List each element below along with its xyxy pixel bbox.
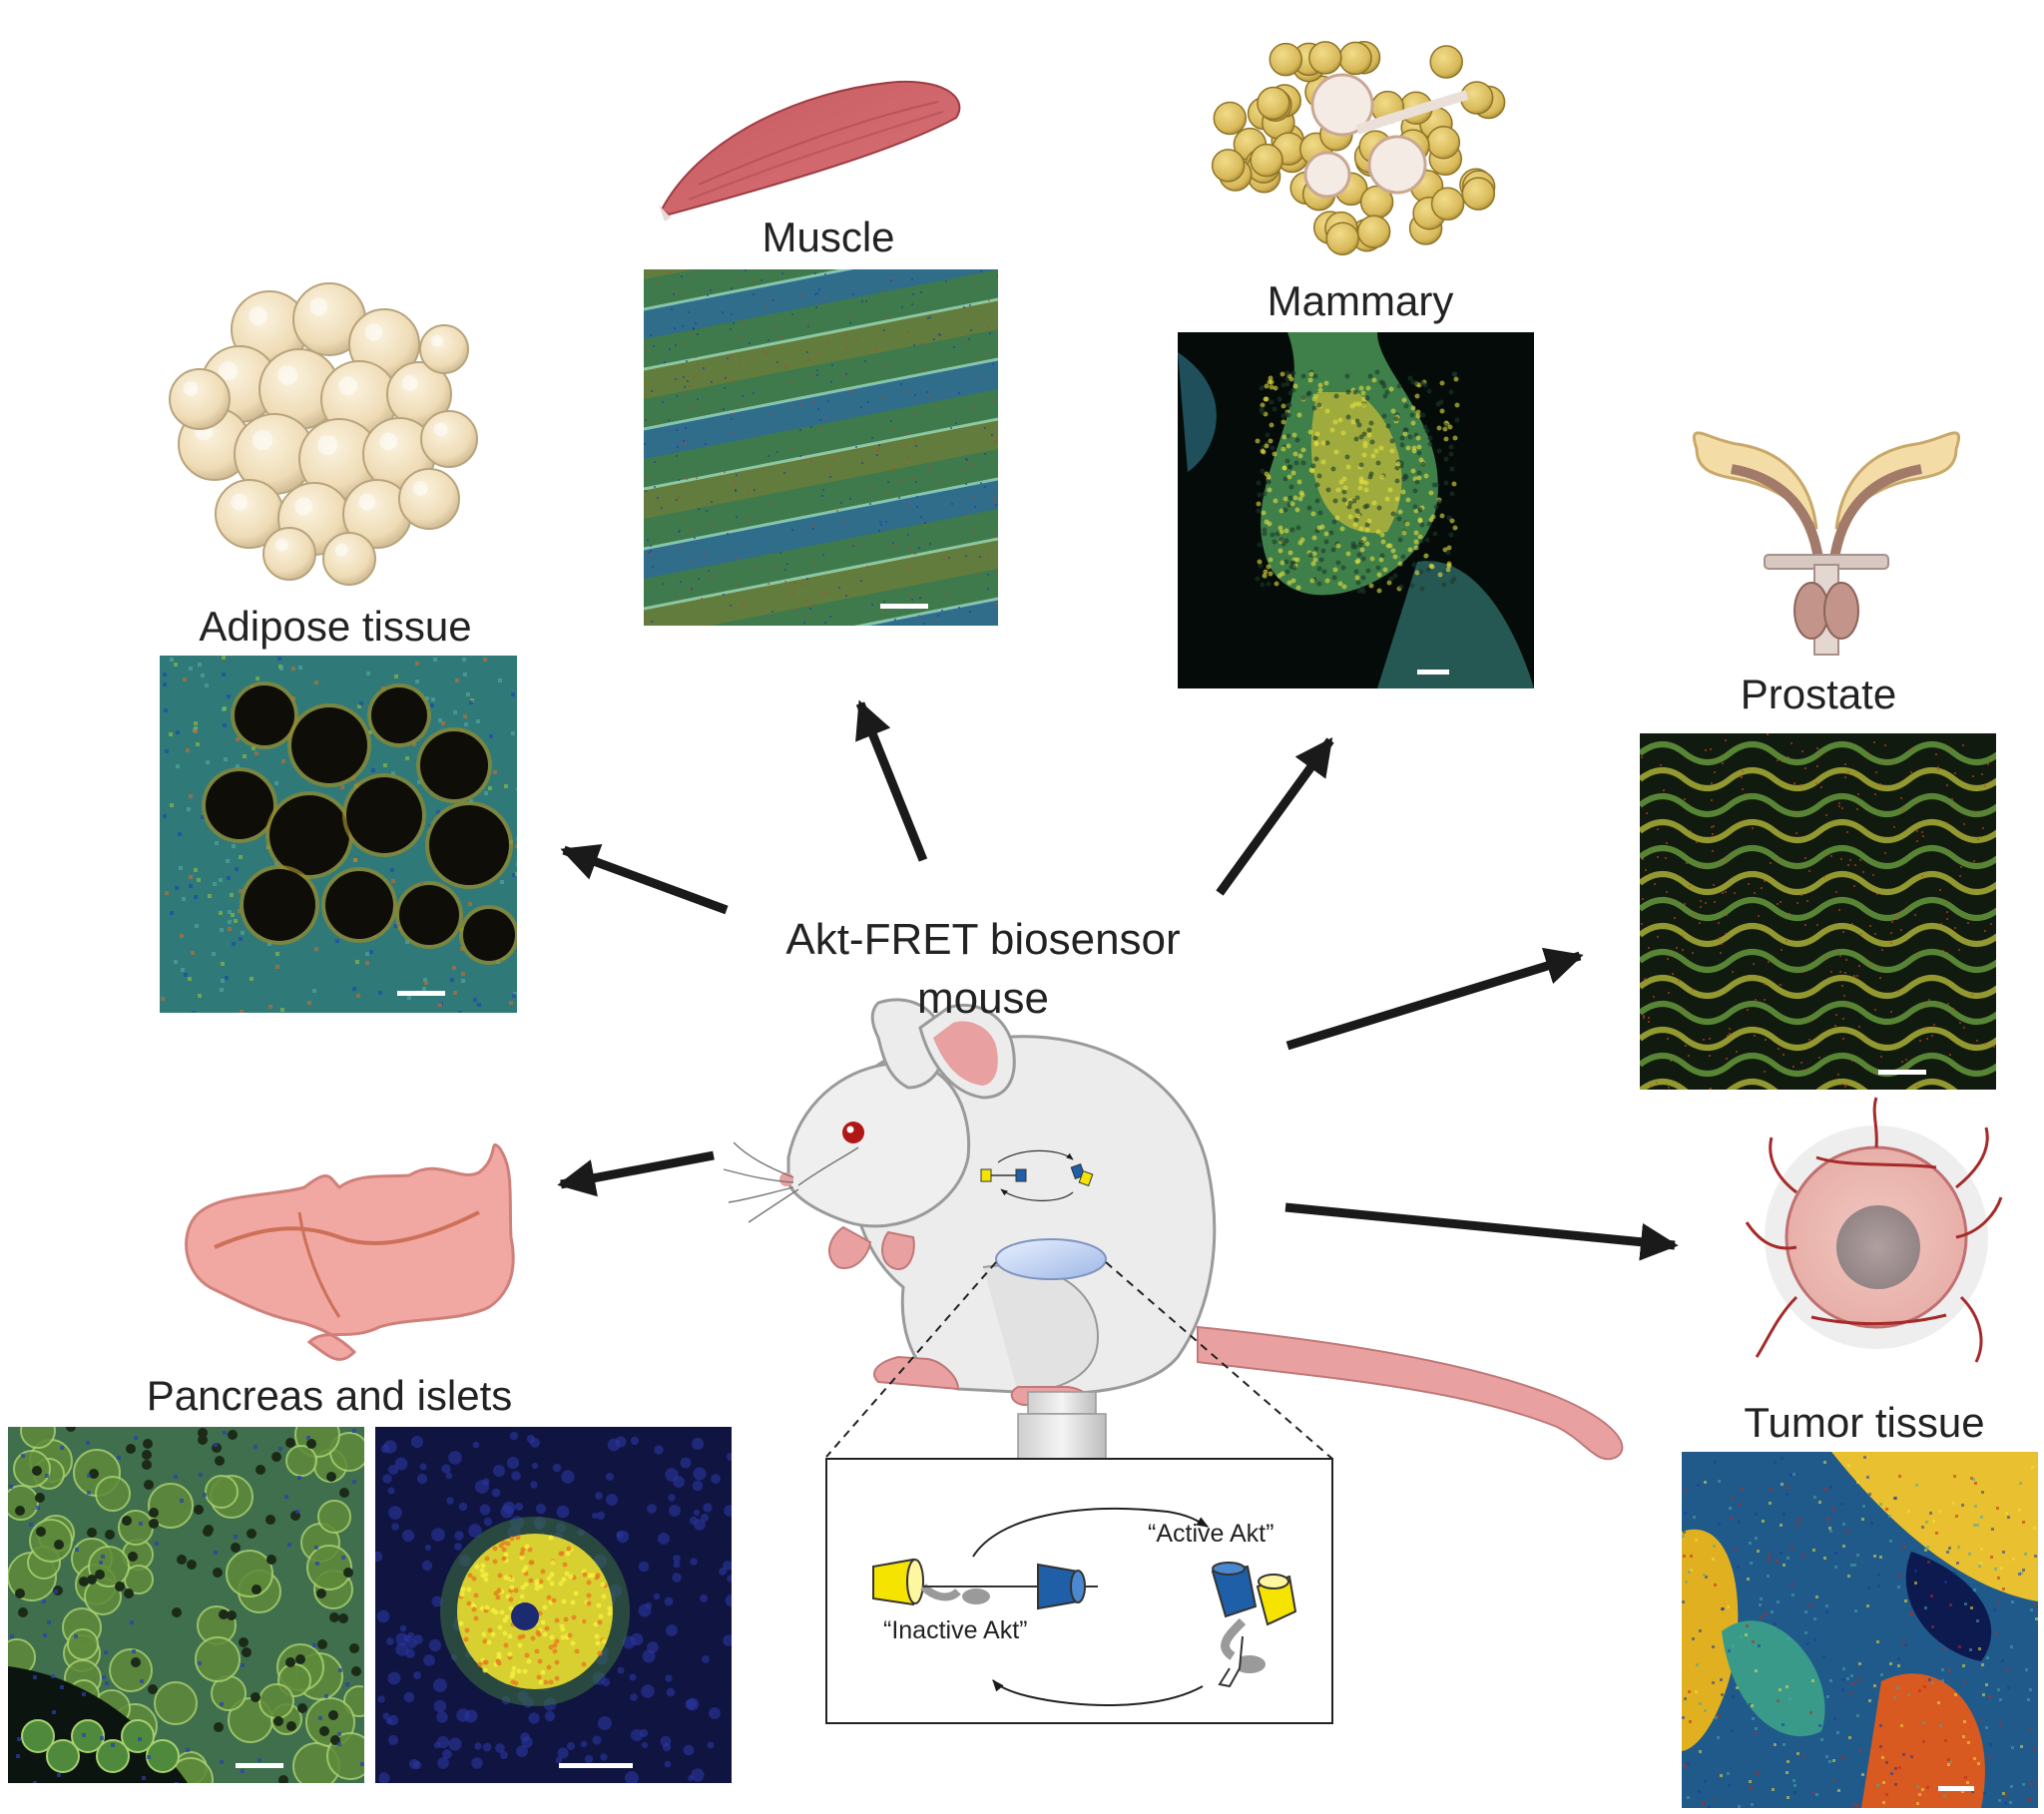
micrograph-prostate	[1640, 733, 1996, 1090]
arrow-to-tumor	[1284, 1202, 1679, 1261]
label-inactive-akt: “Inactive Akt”	[883, 1616, 1028, 1644]
arrow-to-mammary	[1216, 736, 1334, 896]
micrograph-tumor	[1682, 1452, 2038, 1808]
activation-arrow	[972, 1508, 1210, 1558]
tumor-illustration	[1745, 1097, 2003, 1363]
arrow-to-prostate	[1285, 947, 1584, 1051]
mouse-illustration	[723, 998, 1624, 1461]
label-adipose: Adipose tissue	[199, 603, 472, 650]
label-muscle: Muscle	[762, 214, 895, 260]
label-active-akt: “Active Akt”	[1148, 1520, 1275, 1548]
label-tumor: Tumor tissue	[1744, 1399, 1985, 1446]
pancreas-illustration	[185, 1143, 515, 1361]
label-mammary: Mammary	[1267, 277, 1454, 324]
center-line-2: mouse	[916, 974, 1050, 1024]
micrograph-adipose	[160, 656, 517, 1013]
center-line-1: Akt-FRET biosensor	[785, 915, 1181, 964]
mammary-illustration	[1211, 40, 1506, 255]
micrograph-pancreas	[8, 1427, 364, 1783]
active-akt-sensor	[1211, 1562, 1297, 1688]
deactivation-arrow	[992, 1679, 1204, 1706]
arrow-to-adipose	[560, 844, 729, 915]
arrow-to-pancreas	[557, 1150, 715, 1197]
mouse-sensor-icon	[980, 1149, 1094, 1201]
prostate-illustration	[1692, 431, 1961, 656]
arrow-to-muscle	[855, 699, 928, 862]
label-prostate: Prostate	[1740, 671, 1897, 717]
muscle-illustration	[659, 80, 961, 222]
micrograph-islets	[375, 1427, 732, 1783]
micrograph-mammary	[1178, 332, 1534, 688]
microscope-objective	[1017, 1391, 1107, 1465]
label-pancreas: Pancreas and islets	[146, 1372, 513, 1419]
label-center: Akt-FRET biosensor mouse	[785, 910, 1180, 1029]
micrograph-muscle	[644, 269, 998, 626]
inactive-akt-sensor	[872, 1558, 1098, 1610]
adipose-illustration	[169, 282, 478, 586]
zoom-lines	[825, 1261, 1333, 1460]
